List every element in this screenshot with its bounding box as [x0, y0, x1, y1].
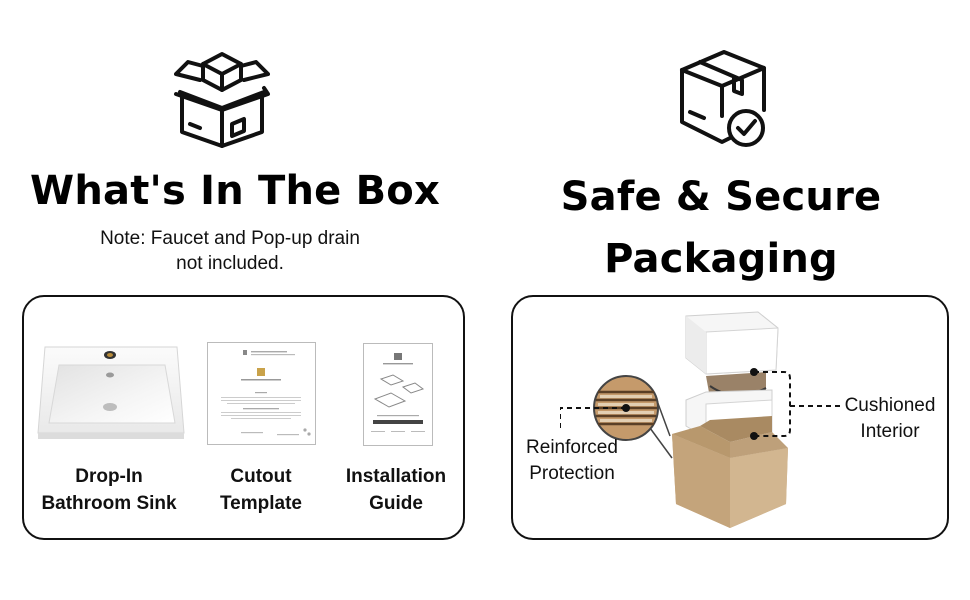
item-caption-sink-line2: Bathroom Sink	[41, 493, 177, 514]
item-caption-guide-line1: Installation	[345, 466, 447, 487]
item-caption-guide: Installation Guide	[336, 463, 456, 517]
item-caption-sink: Drop-In Bathroom Sink	[34, 463, 184, 517]
item-caption-template-line2: Template	[219, 493, 302, 514]
safe-secure-line1: Safe & Secure	[560, 174, 882, 220]
item-caption-sink-line1: Drop-In	[75, 466, 143, 487]
note-text: Note: Faucet and Pop-up drain not includ…	[60, 226, 400, 276]
note-line-1: Note: Faucet and Pop-up drain	[100, 228, 360, 249]
cushioned-line2: Interior	[860, 421, 920, 442]
section-title-safe-secure: Safe & Secure Packaging	[540, 166, 902, 290]
installation-guide-image	[363, 343, 433, 446]
reinforced-line2: Protection	[529, 463, 615, 484]
cushioned-line1: Cushioned	[844, 395, 936, 416]
note-line-2: not included.	[176, 253, 284, 274]
open-box-icon	[170, 44, 274, 150]
item-caption-template: Cutout Template	[196, 463, 326, 517]
sink-image	[37, 343, 185, 443]
secure-box-icon	[678, 46, 768, 148]
item-caption-guide-line2: Guide	[369, 493, 423, 514]
cutout-template-image	[207, 342, 316, 445]
reinforced-line1: Reinforced	[526, 437, 618, 458]
reinforced-protection-label: Reinforced Protection	[518, 435, 626, 487]
item-caption-template-line1: Cutout	[230, 466, 292, 487]
cushioned-interior-label: Cushioned Interior	[838, 393, 942, 445]
section-title-whats-in-the-box: What's In The Box	[30, 168, 440, 214]
packaging-illustration	[559, 308, 860, 532]
safe-secure-line2: Packaging	[604, 236, 838, 282]
